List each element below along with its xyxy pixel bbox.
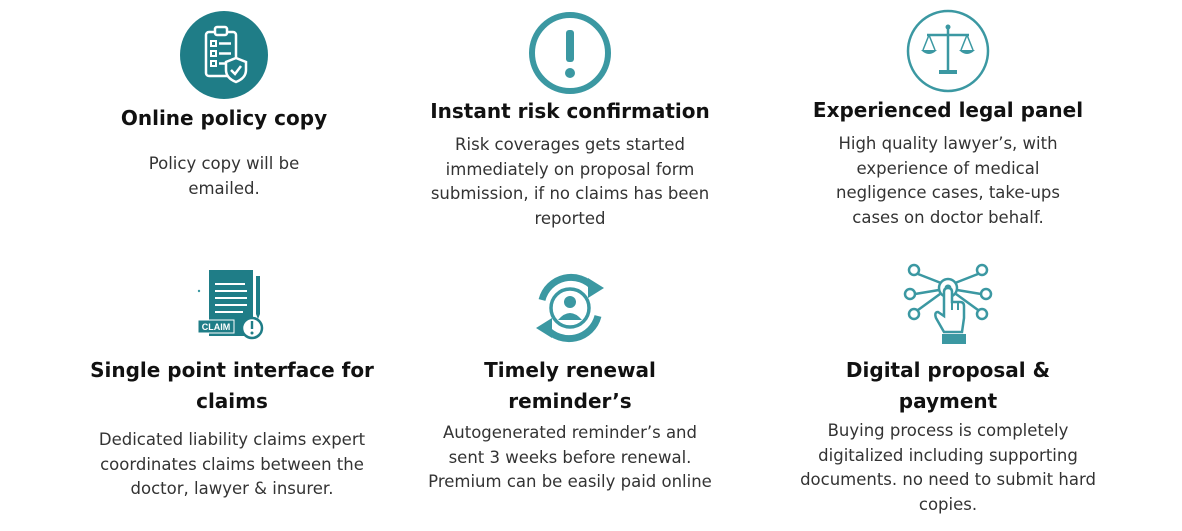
feature-description: Risk coverages gets started immediately … (430, 135, 710, 228)
digital-touch-network-icon (903, 263, 993, 344)
renewal-cycle-icon (536, 273, 604, 343)
feature-title: Single point interface for claims (90, 358, 374, 413)
claim-document-icon: CLAIM (197, 270, 264, 340)
feature-online-policy-copy: Online policy copy Policy copy will be e… (64, 10, 384, 201)
feature-title: Timely renewal reminder’s (484, 358, 656, 413)
feature-single-point-interface: CLAIM Single point interface for claims … (72, 264, 392, 502)
feature-description: Buying process is completely digitalized… (800, 421, 1096, 514)
feature-description: Dedicated liability claims expert coordi… (98, 430, 366, 498)
feature-instant-risk-confirmation: Instant risk confirmation Risk coverages… (410, 10, 730, 231)
exclamation-circle-icon (529, 12, 611, 94)
feature-description: Autogenerated reminder’s and sent 3 week… (428, 423, 712, 491)
scales-of-justice-icon (906, 9, 990, 93)
feature-title: Experienced legal panel (812, 98, 1084, 122)
feature-timely-renewal-reminder: Timely renewal reminder’s Autogenerated … (410, 266, 730, 495)
clipboard-shield-icon (180, 11, 268, 99)
feature-title: Instant risk confirmation (430, 99, 710, 123)
feature-description: High quality lawyer’s, with experience o… (836, 134, 1060, 227)
feature-experienced-legal-panel: Experienced legal panel High quality law… (788, 8, 1108, 230)
feature-title: Digital proposal & payment (845, 358, 1051, 413)
claim-label: CLAIM (202, 322, 231, 332)
feature-digital-proposal-payment: Digital proposal & payment Buying proces… (788, 262, 1108, 517)
feature-title: Online policy copy (120, 106, 328, 130)
feature-description: Policy copy will be emailed. (148, 154, 300, 198)
